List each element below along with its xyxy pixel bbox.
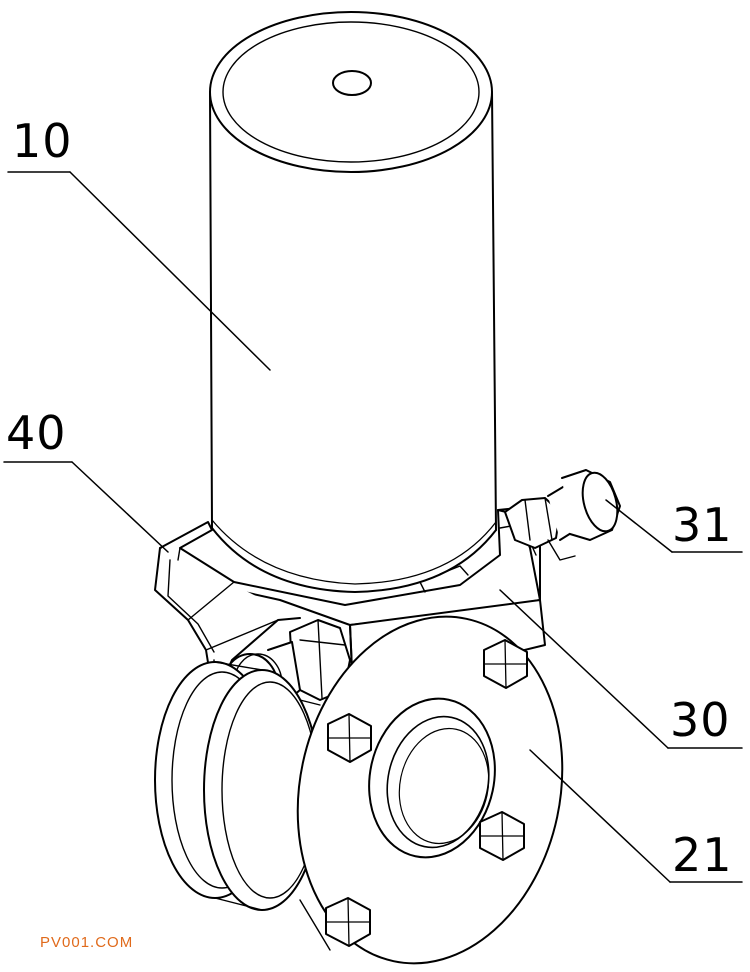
cylinder-actuator — [209, 11, 497, 593]
part-label-10: 10 — [12, 114, 73, 168]
watermark-text: PV001.COM — [40, 934, 134, 951]
valve-body — [154, 615, 564, 965]
adjustment-bolt — [504, 469, 621, 561]
part-label-40: 40 — [6, 406, 67, 460]
bolt-top — [483, 639, 528, 689]
bolt-right — [479, 811, 525, 861]
part-label-30: 30 — [670, 693, 731, 747]
bolt-left — [327, 713, 372, 763]
bolt-bottom — [325, 897, 371, 947]
part-label-21: 21 — [672, 828, 733, 882]
flange-bolts — [325, 639, 528, 947]
leader-lines — [3, 171, 743, 883]
part-label-31: 31 — [672, 498, 733, 552]
